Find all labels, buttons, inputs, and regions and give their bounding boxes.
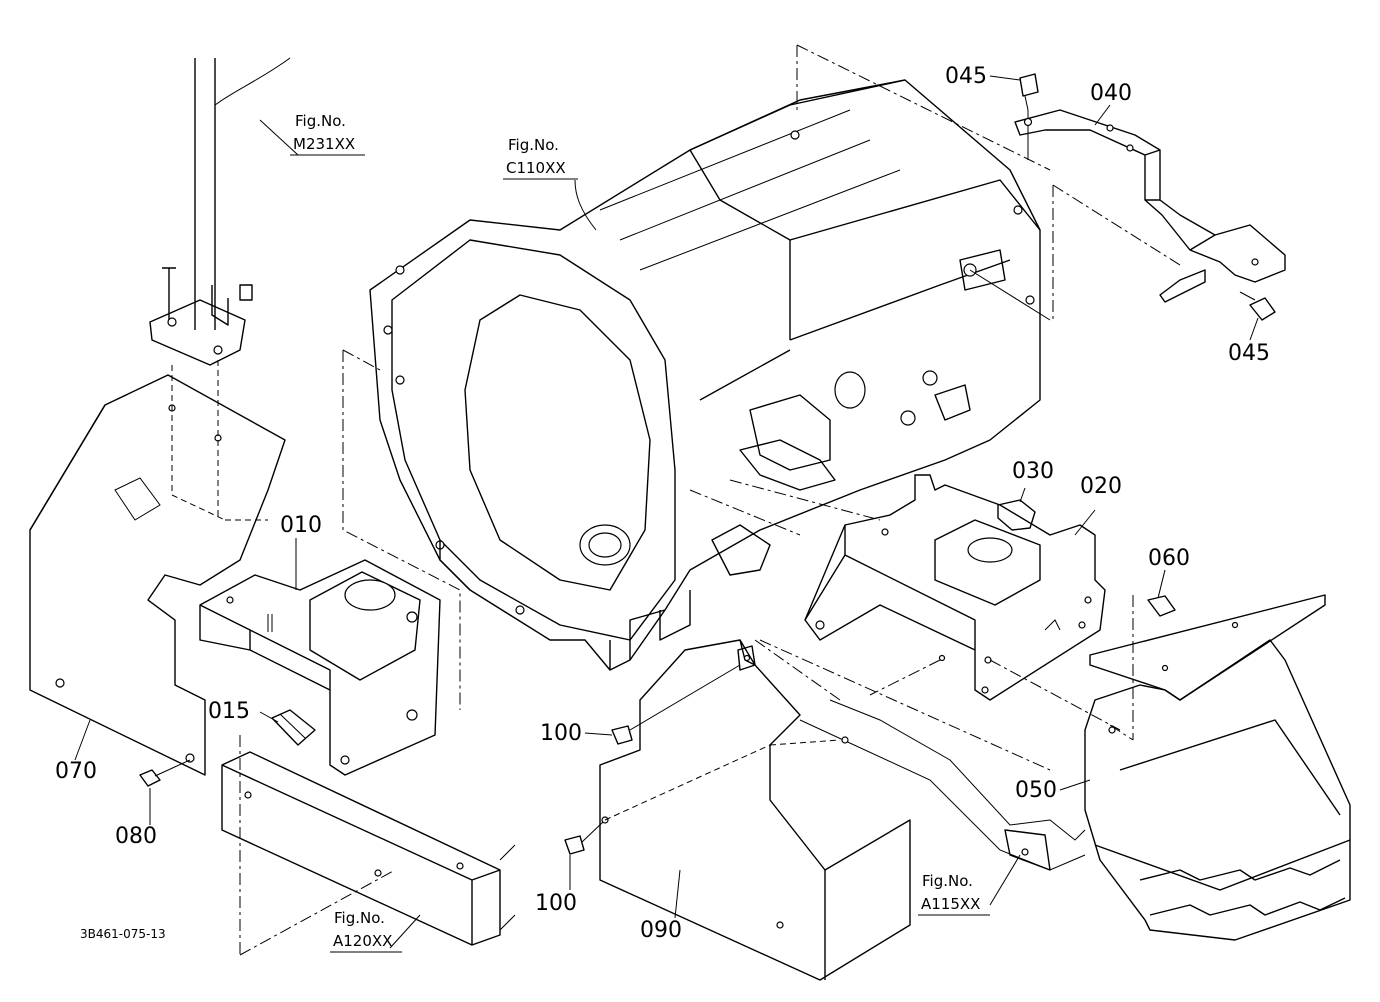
- lower-rail: [759, 639, 1086, 871]
- fig-ref-m231-caption: Fig.No.: [295, 112, 346, 130]
- callout-050: 050: [1015, 778, 1057, 803]
- callout-045-top: 045: [945, 64, 987, 89]
- bolt-100-lower: [564, 821, 604, 855]
- callout-100-lower: 100: [535, 891, 577, 916]
- callout-080: 080: [115, 824, 157, 849]
- fig-ref-a115-code: A115XX: [921, 895, 980, 913]
- callout-100-upper: 100: [540, 721, 582, 746]
- callout-010: 010: [280, 513, 322, 538]
- bolt-045-top: [1019, 73, 1039, 111]
- callout-leaders: [74, 75, 1259, 949]
- fig-ref-c110-caption: Fig.No.: [508, 136, 559, 154]
- bracket-020: [804, 474, 1121, 731]
- fig-ref-c110-code: C110XX: [506, 159, 566, 177]
- bracket-040: [1014, 109, 1286, 303]
- bolt-100-upper: [611, 664, 741, 745]
- drawing-code: 3B461-075-13: [80, 927, 166, 941]
- bolt-080: [139, 759, 191, 787]
- bottom-rail: [221, 735, 516, 956]
- fig-ref-c110: Fig.No. C110XX: [503, 136, 578, 180]
- fig-ref-a120-code: A120XX: [333, 932, 392, 950]
- step-050: [1084, 594, 1351, 941]
- vertical-pipe: [149, 57, 291, 366]
- callout-015: 015: [208, 699, 250, 724]
- cover-plate-070: [29, 360, 286, 776]
- leader-lines: [342, 44, 1181, 710]
- fig-ref-m231-code: M231XX: [293, 135, 355, 153]
- fig-ref-m231: Fig.No. M231XX: [290, 112, 365, 156]
- cover-090: [599, 639, 911, 981]
- bracket-010: [199, 559, 441, 776]
- fig-ref-a120-caption: Fig.No.: [334, 909, 385, 927]
- bolt-030: [997, 499, 1036, 531]
- fig-ref-a115: Fig.No. A115XX: [918, 872, 990, 916]
- callout-070: 070: [55, 759, 97, 784]
- bolt-045-bottom: [1239, 291, 1276, 321]
- fig-ref-a115-caption: Fig.No.: [922, 872, 973, 890]
- fitting-015: [271, 709, 316, 746]
- transmission-case: [369, 79, 1041, 671]
- fig-ref-a120: Fig.No. A120XX: [330, 909, 402, 953]
- callout-030: 030: [1012, 459, 1054, 484]
- callout-090: 090: [640, 918, 682, 943]
- callout-060: 060: [1148, 546, 1190, 571]
- callout-020: 020: [1080, 474, 1122, 499]
- callout-040: 040: [1090, 81, 1132, 106]
- callout-045-bottom: 045: [1228, 341, 1270, 366]
